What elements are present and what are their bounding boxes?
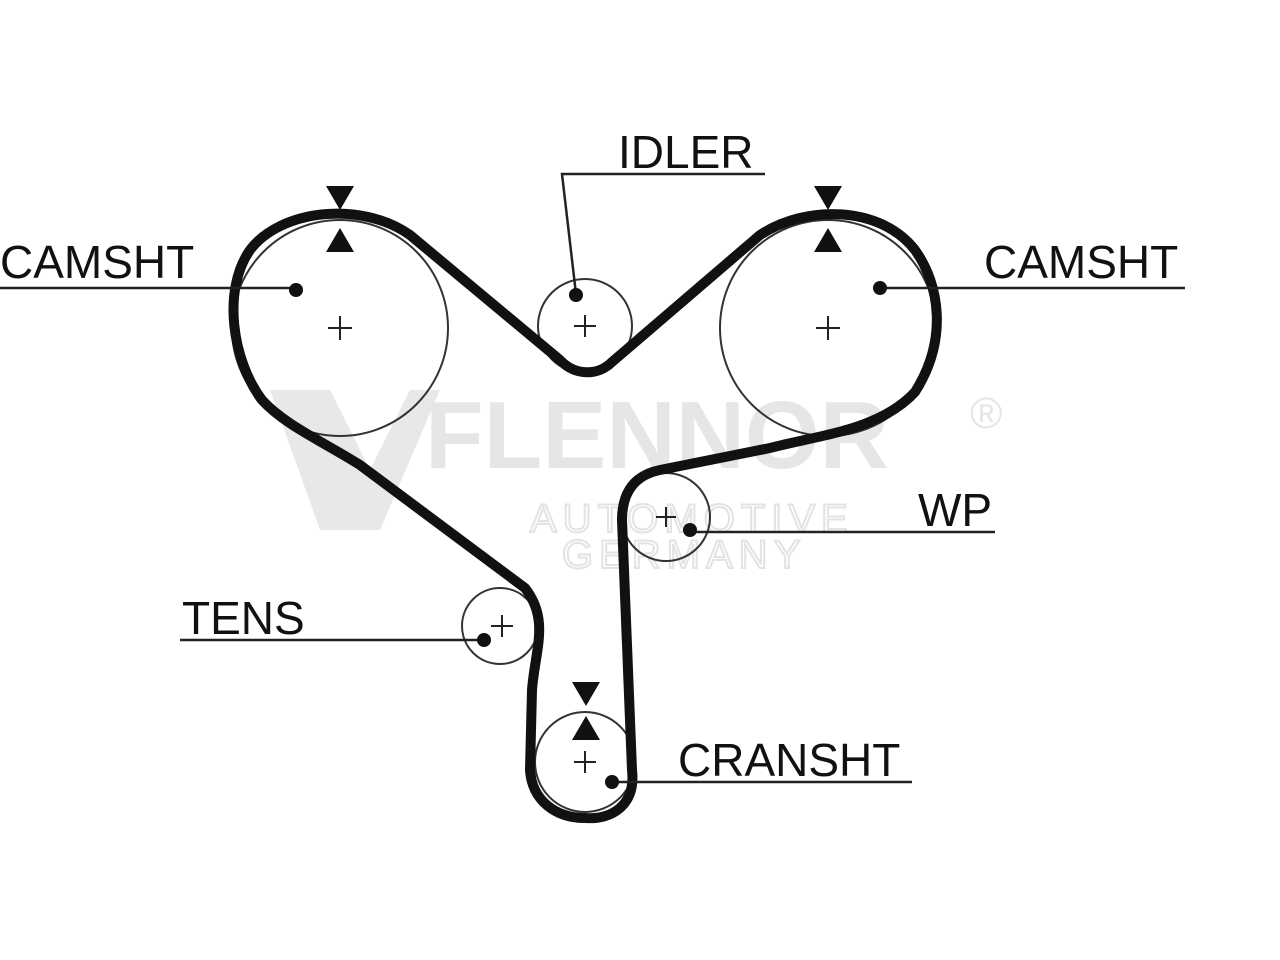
watermark-line2: GERMANY <box>562 533 806 577</box>
label-idler: IDLER <box>618 126 753 178</box>
timing-belt <box>228 208 942 824</box>
label-cransht: CRANSHT <box>678 734 900 786</box>
leader-cransht <box>605 775 912 789</box>
leader-tens <box>180 633 491 647</box>
leader-wp <box>683 523 995 537</box>
label-camsht-left: CAMSHT <box>0 236 194 288</box>
leader-camsht-right <box>873 281 1185 295</box>
leader-idler <box>560 172 765 302</box>
center-crosses <box>328 315 840 773</box>
label-tens: TENS <box>182 592 305 644</box>
timing-mark-right-cam <box>814 186 842 252</box>
watermark-registered: ® <box>970 389 1002 438</box>
timing-mark-left-cam <box>326 186 354 252</box>
timing-mark-crank <box>572 682 600 740</box>
label-wp: WP <box>918 484 992 536</box>
leader-camsht-left <box>0 283 303 297</box>
label-camsht-right: CAMSHT <box>984 236 1178 288</box>
